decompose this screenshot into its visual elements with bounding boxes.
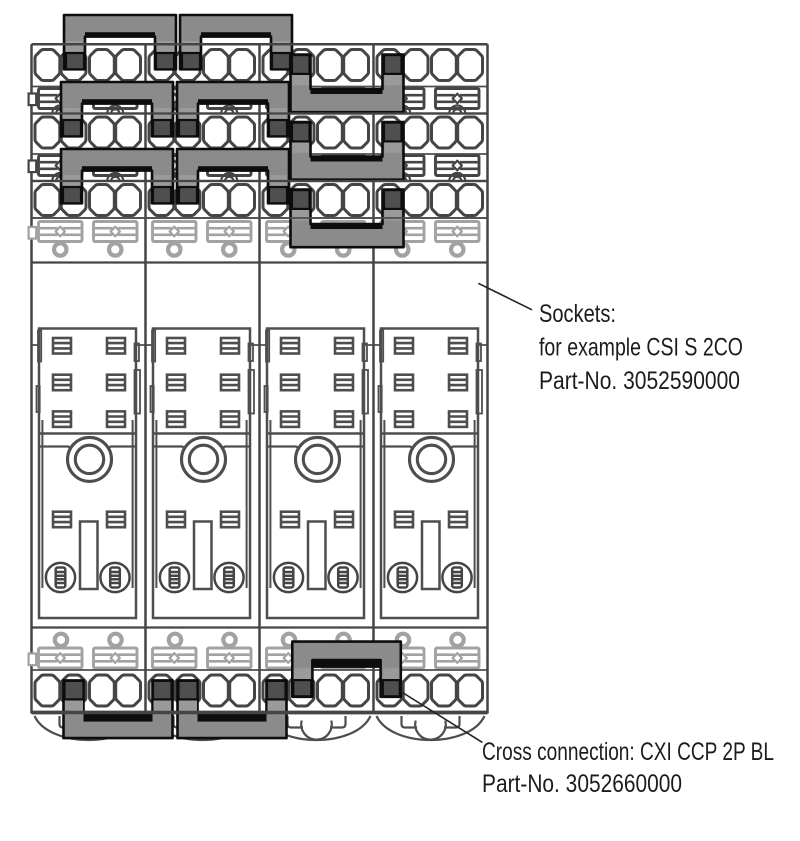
svg-text:Part-No. 3052590000: Part-No. 3052590000 [539,367,740,395]
svg-text:Sockets:: Sockets: [539,300,616,328]
svg-text:Cross connection: CXI CCP 2P B: Cross connection: CXI CCP 2P BL [482,738,774,766]
svg-text:Part-No. 3052660000: Part-No. 3052660000 [482,770,682,798]
svg-text:for example CSI S 2CO: for example CSI S 2CO [539,334,743,362]
